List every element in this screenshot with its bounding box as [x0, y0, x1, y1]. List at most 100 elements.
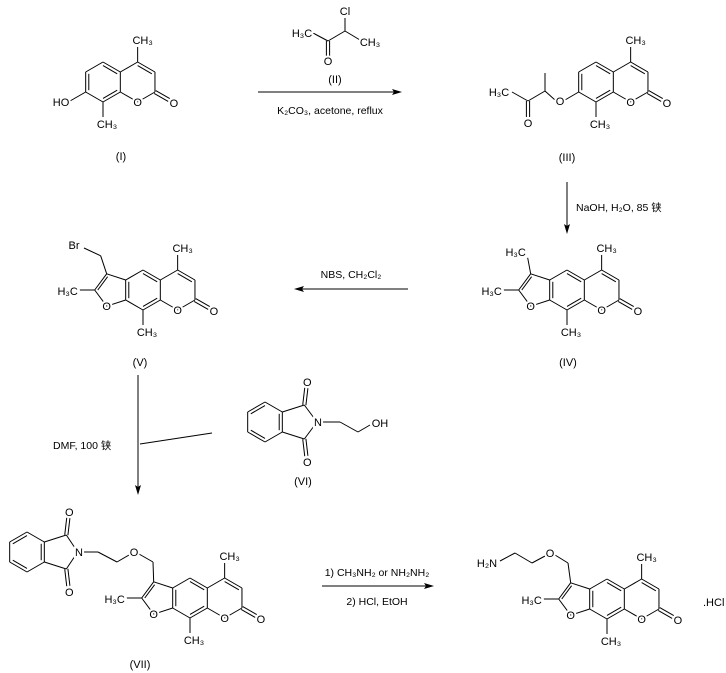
bond	[153, 581, 173, 589]
bond	[116, 554, 130, 563]
bond	[595, 91, 614, 103]
compound-label-VII: (VII)	[130, 659, 151, 671]
bond	[224, 581, 240, 591]
furan-oxygen: O	[102, 301, 111, 313]
bond	[566, 299, 585, 311]
bond	[250, 405, 266, 415]
bond	[97, 276, 109, 291]
carbonyl-oxygen: O	[663, 98, 672, 110]
bond	[102, 89, 118, 99]
bond	[302, 439, 306, 457]
bond	[566, 297, 582, 307]
bond	[250, 429, 266, 439]
carbonyl-oxygen: O	[303, 457, 312, 469]
bond	[144, 584, 156, 599]
bond	[189, 607, 208, 619]
ring-oxygen: O	[133, 97, 142, 109]
bond	[327, 30, 346, 42]
bond	[125, 299, 144, 311]
bond	[641, 582, 657, 592]
carbonyl-oxygen: O	[170, 98, 179, 110]
bond	[65, 534, 76, 549]
methyl-label: CH₃	[172, 243, 192, 255]
bond	[589, 578, 608, 590]
bond	[224, 577, 243, 589]
ring-oxygen: O	[597, 305, 606, 317]
bond	[518, 273, 532, 291]
carbonyl-oxygen: O	[65, 507, 74, 519]
bond	[120, 91, 138, 103]
bond	[613, 91, 631, 103]
bond	[584, 299, 602, 311]
bond	[657, 609, 673, 619]
compound-label-VI: (VI)	[294, 476, 312, 488]
bond	[85, 91, 104, 103]
methyl-label: CH₃	[184, 635, 204, 647]
bond	[189, 577, 208, 589]
condition-step1: K₂CO₃, acetone, reflux	[277, 105, 384, 117]
bond	[177, 299, 196, 311]
bond	[499, 552, 516, 562]
bond	[65, 555, 76, 570]
bond	[527, 257, 532, 274]
bromine-label: Br	[69, 240, 80, 252]
compound-label-II: (II)	[328, 74, 341, 86]
bond	[85, 61, 104, 73]
bond	[142, 273, 158, 283]
hydroxyl-label: HO	[53, 97, 70, 109]
methyl-label: CH₃	[625, 35, 645, 47]
bond	[94, 273, 108, 291]
ring-oxygen: O	[220, 613, 229, 625]
bond	[595, 89, 611, 99]
methyl-label: H₃C	[489, 87, 509, 99]
bond	[177, 273, 193, 283]
condition-step5b: 2) HCl, EtOH	[346, 596, 407, 608]
bond	[142, 269, 161, 281]
bond	[648, 90, 664, 100]
compound-label-IV: (IV)	[559, 357, 577, 369]
bond	[518, 289, 532, 307]
bond	[514, 552, 533, 564]
condition-step4: DMF, 100 铗	[53, 439, 112, 452]
bond	[264, 431, 283, 443]
bond	[26, 531, 45, 543]
bond	[344, 30, 361, 41]
bond	[282, 404, 305, 413]
bond	[544, 90, 556, 101]
nitrogen-label: N	[314, 417, 322, 429]
arrow-step4	[135, 375, 213, 495]
bond	[549, 269, 568, 281]
bond	[624, 608, 642, 620]
carbonyl-oxygen: O	[674, 615, 683, 627]
bond	[83, 247, 101, 257]
methyl-label: H₃C	[57, 286, 77, 298]
chlorine-label: Cl	[340, 6, 350, 18]
bond	[630, 65, 646, 75]
bond	[564, 91, 579, 101]
bond	[558, 598, 572, 616]
methyl-label: CH₃	[601, 636, 621, 648]
bond	[595, 61, 614, 73]
bond	[601, 273, 617, 283]
bond	[531, 555, 546, 564]
bond	[619, 298, 635, 308]
bond	[193, 300, 209, 310]
bond	[549, 299, 568, 311]
bond	[558, 582, 572, 600]
methyl-label: H₃C	[292, 28, 312, 40]
carbonyl-oxygen: O	[524, 118, 533, 130]
bond	[153, 607, 173, 615]
bond	[69, 91, 86, 102]
bond	[606, 582, 622, 592]
bond	[302, 387, 306, 405]
bond	[64, 517, 68, 535]
methyl-label: H₃C	[104, 594, 124, 606]
furan-oxygen: O	[526, 301, 535, 313]
bond	[570, 582, 590, 590]
bond	[561, 585, 573, 600]
bond	[530, 299, 550, 307]
hcl-salt-label: .HCl	[703, 597, 724, 609]
ether-oxygen: O	[556, 96, 565, 108]
methyl-label: CH₃	[360, 37, 380, 49]
